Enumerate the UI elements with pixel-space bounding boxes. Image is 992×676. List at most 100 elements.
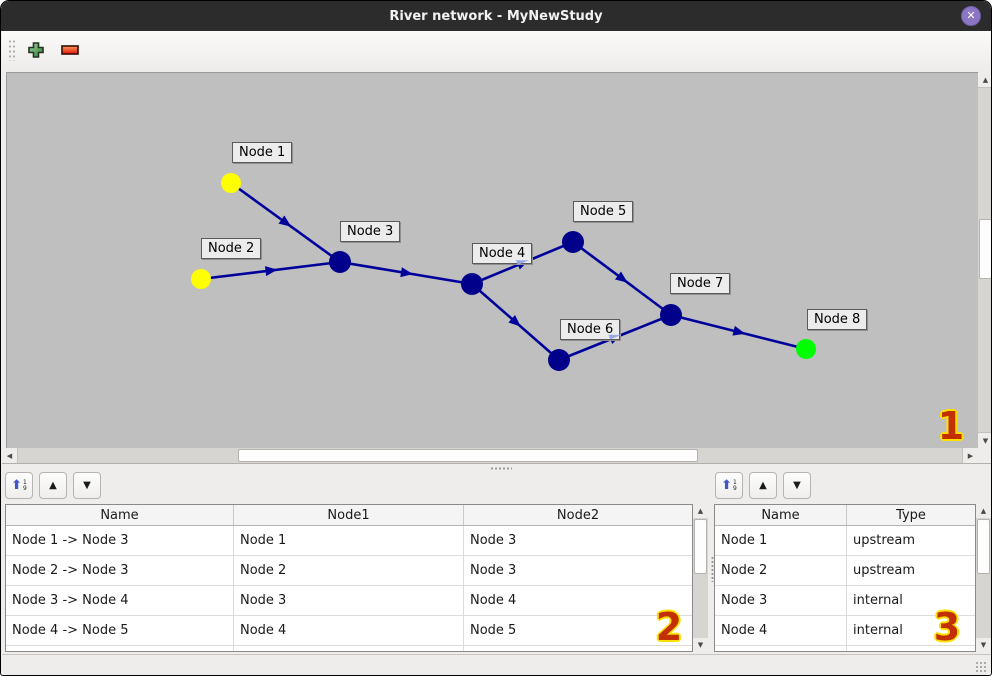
table-cell[interactable]: internal bbox=[853, 593, 903, 608]
down-triangle-icon: ▼ bbox=[83, 480, 91, 491]
add-node-button[interactable] bbox=[23, 37, 49, 63]
vscroll-thumb[interactable] bbox=[979, 219, 991, 279]
column-header-name[interactable]: Name bbox=[6, 505, 234, 525]
table-cell[interactable]: Node 5 bbox=[470, 623, 517, 638]
scroll-up-icon[interactable]: ▲ bbox=[978, 72, 991, 88]
scroll-right-icon[interactable]: ▶ bbox=[962, 448, 978, 463]
node-node-2[interactable] bbox=[191, 269, 211, 289]
table-cell[interactable] bbox=[715, 646, 847, 651]
vscroll-thumb[interactable] bbox=[694, 519, 707, 574]
table-cell[interactable]: Node 1 bbox=[715, 526, 847, 555]
table-cell[interactable]: Node 4 bbox=[470, 593, 517, 608]
remove-node-button[interactable] bbox=[57, 37, 83, 63]
table-cell[interactable]: Node 4 -> Node 5 bbox=[6, 616, 234, 645]
node-label-node-4[interactable]: Node 4 bbox=[472, 243, 533, 264]
nodes-table-vscrollbar[interactable]: ▲ ▼ bbox=[976, 504, 991, 652]
node-label-node-1[interactable]: Node 1 bbox=[232, 142, 293, 163]
canvas-hscrollbar[interactable]: ◀ ▶ bbox=[2, 448, 978, 463]
close-button[interactable]: ✕ bbox=[961, 6, 981, 26]
table-row[interactable]: Node 3 internal bbox=[715, 586, 975, 616]
scroll-left-icon[interactable]: ◀ bbox=[2, 448, 18, 463]
table-row[interactable] bbox=[715, 646, 975, 651]
edge-arrow-icon bbox=[508, 314, 521, 327]
table-cell[interactable]: Node 4 bbox=[715, 616, 847, 645]
table-row[interactable]: Node 4 internal bbox=[715, 616, 975, 646]
table-cell[interactable] bbox=[6, 646, 234, 651]
node-node-5[interactable] bbox=[562, 231, 584, 253]
move-node-up-button[interactable]: ▲ bbox=[749, 472, 777, 499]
canvas-vscrollbar[interactable]: ▲ ▼ bbox=[978, 72, 991, 448]
node-node-7[interactable] bbox=[660, 304, 682, 326]
vscroll-thumb[interactable] bbox=[977, 519, 990, 574]
scroll-down-icon[interactable]: ▼ bbox=[976, 638, 991, 652]
annotation-tag-2: 2 bbox=[655, 605, 683, 649]
table-row[interactable]: Node 2 upstream bbox=[715, 556, 975, 586]
scroll-down-icon[interactable]: ▼ bbox=[978, 432, 991, 448]
move-edge-down-button[interactable]: ▼ bbox=[73, 472, 101, 499]
table-cell[interactable]: Node 2 -> Node 3 bbox=[6, 556, 234, 585]
table-cell[interactable]: Node 1 bbox=[234, 526, 464, 555]
table-cell[interactable]: Node 1 -> Node 3 bbox=[6, 526, 234, 555]
up-triangle-icon: ▲ bbox=[759, 480, 767, 491]
node-label-node-6[interactable]: Node 6 bbox=[560, 319, 621, 340]
column-header-name[interactable]: Name bbox=[715, 505, 847, 525]
table-cell[interactable]: upstream bbox=[853, 533, 916, 548]
node-label-node-3[interactable]: Node 3 bbox=[340, 221, 401, 242]
table-cell[interactable]: Node 3 -> Node 4 bbox=[6, 586, 234, 615]
table-row[interactable] bbox=[6, 646, 692, 651]
column-header-node1[interactable]: Node1 bbox=[234, 505, 464, 525]
scroll-up-icon[interactable]: ▲ bbox=[693, 504, 708, 518]
table-cell[interactable]: Node 3 bbox=[234, 586, 464, 615]
scroll-up-icon[interactable]: ▲ bbox=[976, 504, 991, 518]
node-node-1[interactable] bbox=[221, 173, 241, 193]
node-node-8[interactable] bbox=[796, 339, 816, 359]
toolbar-drag-handle-icon[interactable] bbox=[8, 38, 16, 61]
table-cell[interactable]: Node 3 bbox=[715, 586, 847, 615]
titlebar[interactable]: River network - MyNewStudy ✕ bbox=[1, 1, 991, 31]
vertical-splitter[interactable] bbox=[710, 472, 714, 662]
network-graph bbox=[191, 173, 816, 371]
annotation-tag-1: 1 bbox=[937, 404, 965, 448]
node-label-node-5[interactable]: Node 5 bbox=[573, 201, 634, 222]
scroll-down-icon[interactable]: ▼ bbox=[693, 638, 708, 652]
hscroll-thumb[interactable] bbox=[238, 449, 698, 462]
node-node-3[interactable] bbox=[329, 251, 351, 273]
column-header-type[interactable]: Type bbox=[896, 507, 926, 523]
table-cell[interactable]: Node 3 bbox=[470, 533, 517, 548]
main-toolbar bbox=[2, 31, 991, 69]
table-cell[interactable] bbox=[234, 646, 464, 651]
network-canvas[interactable]: Node 1 Node 2 Node 3 Node 4 Node 5 Node 6 Node… bbox=[6, 72, 978, 448]
node-node-6[interactable] bbox=[548, 349, 570, 371]
node-label-node-8[interactable]: Node 8 bbox=[807, 309, 868, 330]
table-cell[interactable]: upstream bbox=[853, 563, 916, 578]
table-cell[interactable]: Node 2 bbox=[715, 556, 847, 585]
move-node-down-button[interactable]: ▼ bbox=[783, 472, 811, 499]
table-cell[interactable]: Node 2 bbox=[234, 556, 464, 585]
edge-arrow-icon bbox=[400, 267, 413, 278]
edges-table-header: Name Node1 Node2 bbox=[6, 505, 692, 526]
resize-grip-icon[interactable] bbox=[975, 661, 988, 674]
node-node-4[interactable] bbox=[461, 273, 483, 295]
node-label-node-2[interactable]: Node 2 bbox=[201, 238, 262, 259]
close-icon: ✕ bbox=[966, 9, 976, 22]
move-edge-up-button[interactable]: ▲ bbox=[39, 472, 67, 499]
node-label-node-7[interactable]: Node 7 bbox=[670, 273, 731, 294]
table-row[interactable]: Node 1 upstream bbox=[715, 526, 975, 556]
horizontal-splitter[interactable] bbox=[2, 463, 991, 473]
column-header-node2[interactable]: Node2 bbox=[556, 507, 600, 523]
table-cell[interactable]: Node 4 bbox=[234, 616, 464, 645]
table-cell[interactable]: internal bbox=[853, 623, 903, 638]
table-cell[interactable]: Node 3 bbox=[470, 563, 517, 578]
edges-table-vscrollbar[interactable]: ▲ ▼ bbox=[693, 504, 708, 652]
